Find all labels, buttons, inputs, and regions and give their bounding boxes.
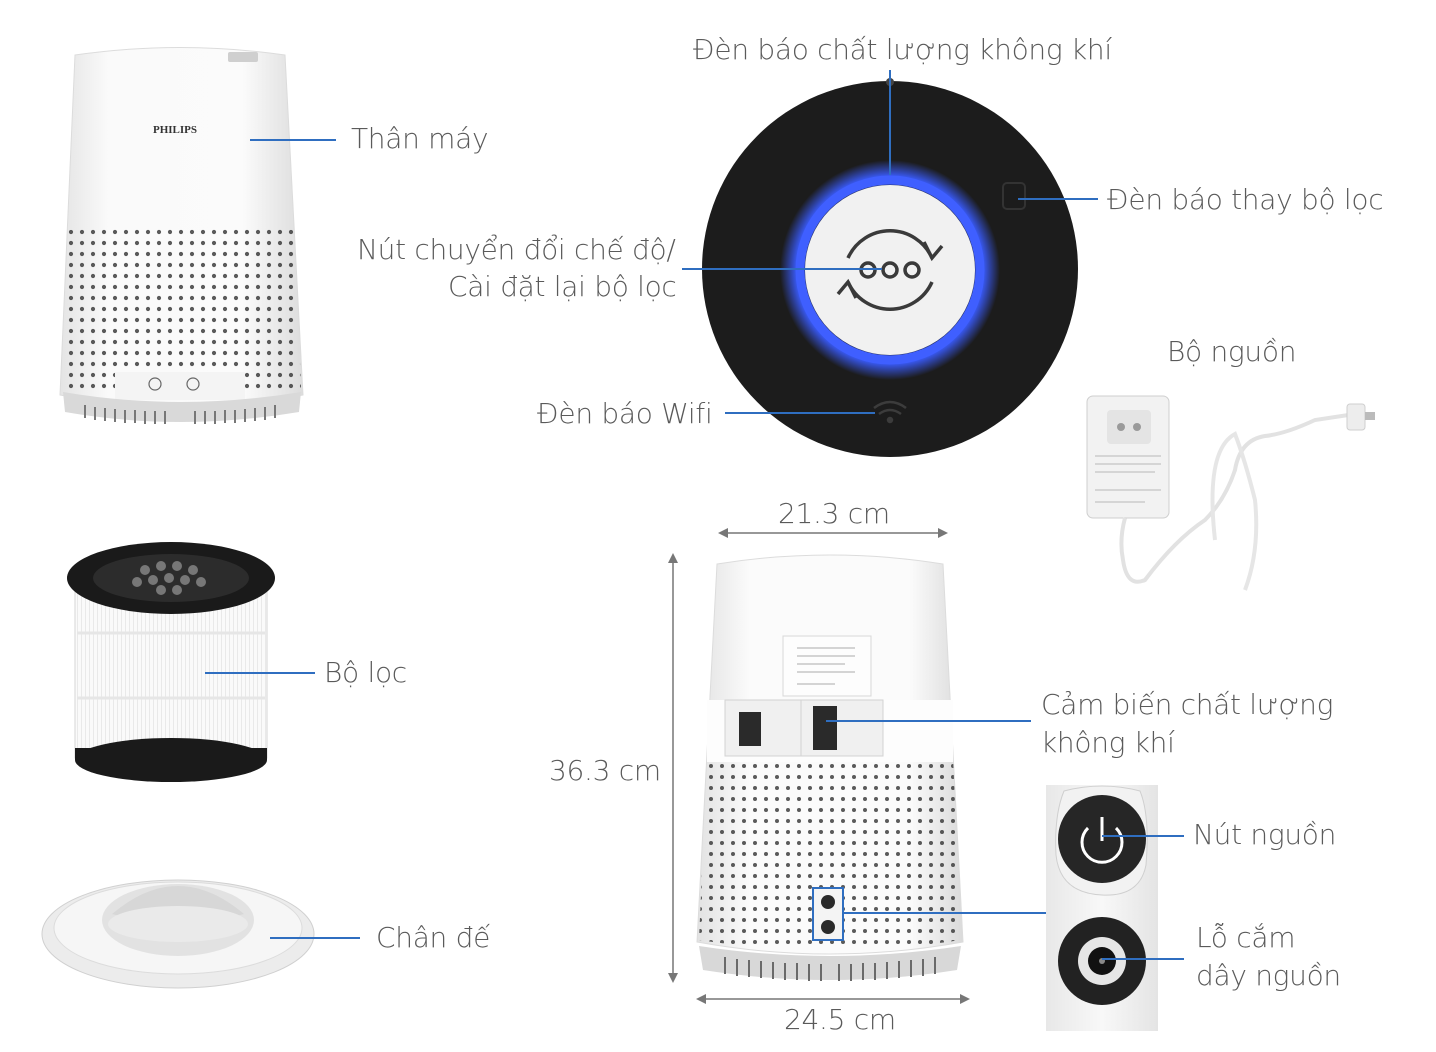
leader-sensor (826, 720, 1031, 722)
leader-power-socket (1102, 958, 1184, 960)
label-body: Thân máy (351, 122, 489, 155)
leader-body (250, 139, 336, 141)
label-power-socket-2: dây nguồn (1196, 959, 1341, 992)
label-sensor-2: không khí (1041, 726, 1175, 759)
label-mode-button-2: Cài đặt lại bộ lọc (448, 270, 677, 303)
purifier-body-image: PHILIPS (59, 47, 304, 424)
dimension-width-top: 21.3 cm (778, 497, 890, 530)
dimension-arrow-bottom (696, 994, 970, 1004)
label-base: Chân đế (376, 921, 491, 954)
leader-ports (843, 912, 1047, 914)
leader-filter (205, 672, 315, 674)
label-filter-change-light: Đèn báo thay bộ lọc (1107, 183, 1384, 216)
dc-socket-icon[interactable] (1058, 917, 1146, 1005)
label-filter: Bộ lọc (324, 656, 407, 689)
control-panel-image (702, 78, 1078, 457)
base-image (41, 879, 315, 989)
power-closeup-image (1046, 785, 1158, 1031)
wifi-icon (873, 400, 907, 424)
label-power-socket-1: Lỗ cắm (1196, 921, 1296, 954)
mode-cycle-icon (836, 229, 944, 311)
leader-base (270, 937, 360, 939)
power-adapter-image (1086, 395, 1375, 591)
leader-mode-button (682, 268, 882, 270)
label-sensor-1: Cảm biến chất lượng (1041, 688, 1334, 721)
power-icon[interactable] (1058, 795, 1146, 883)
leader-filter-change-light (1018, 198, 1098, 200)
filter-change-icon (1002, 182, 1026, 210)
label-power-button: Nút nguồn (1193, 818, 1337, 851)
leader-wifi-light (725, 412, 875, 414)
dimension-arrow-height (668, 553, 678, 983)
leader-power-button (1102, 835, 1184, 837)
dimension-width-bottom: 24.5 cm (784, 1003, 896, 1036)
label-power-adapter: Bộ nguồn (1167, 335, 1297, 368)
label-mode-button-1: Nút chuyển đổi chế độ/ (357, 233, 676, 266)
label-wifi-light: Đèn báo Wifi (537, 397, 713, 430)
dimension-height: 36.3 cm (549, 754, 661, 787)
label-air-quality-light: Đèn báo chất lượng không khí (693, 33, 1112, 66)
filter-image (67, 542, 275, 782)
dimension-arrow-top (718, 528, 948, 538)
leader-air-quality-light (889, 70, 891, 175)
purifier-back-image (696, 554, 964, 981)
brand-logo: PHILIPS (153, 124, 197, 136)
